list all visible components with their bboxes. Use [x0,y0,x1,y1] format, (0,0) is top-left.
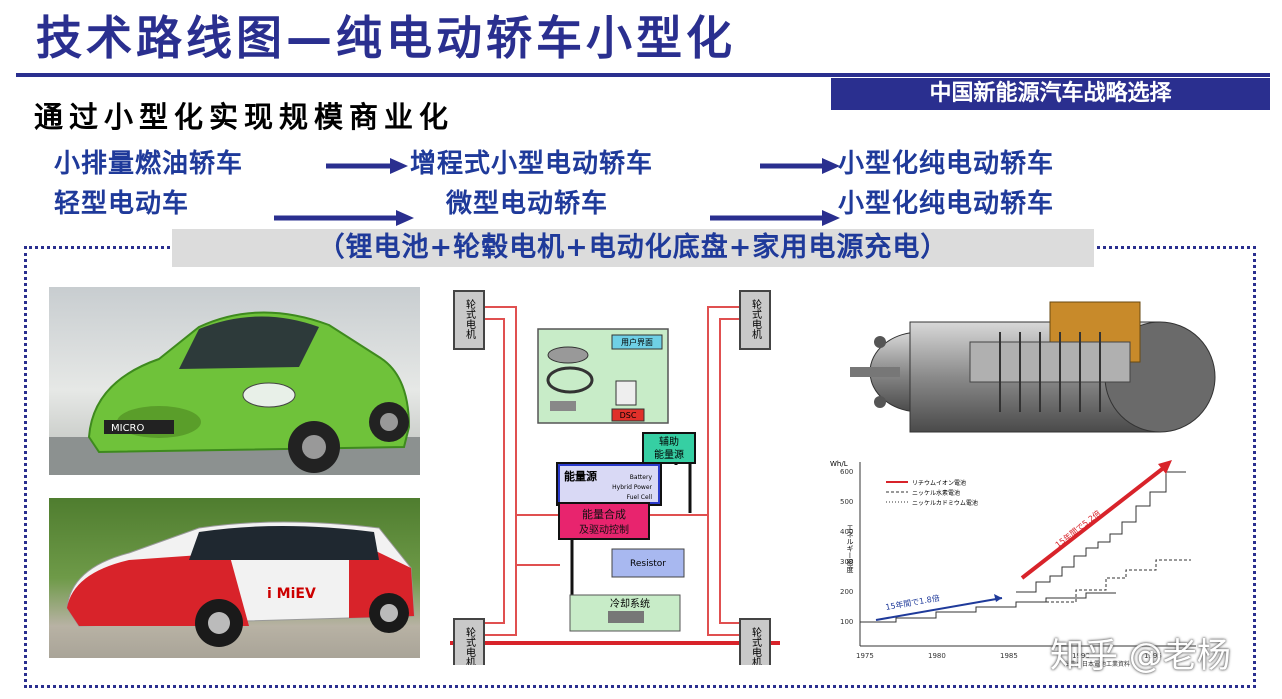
aux-energy-label-2: 能量源 [654,448,684,461]
cooling-system-label: 冷却系统 [610,597,650,610]
radiator-icon [608,611,644,623]
technology-formula: （锂电池+轮毂电机+电动化底盘+家用电源充电） [172,229,1094,267]
svg-text:100: 100 [840,618,853,626]
energy-source-label: 能量源 [564,469,597,483]
roadmap-row1-stage3: 小型化纯电动轿车 [838,149,1055,179]
wheel-motor-rr: 轮式电机 [739,618,771,665]
svg-text:500: 500 [840,498,853,506]
resistor-label: Resistor [630,559,666,569]
car-brand-text: i MiEV [267,586,316,602]
powertrain-diagram: 轮式电机 轮式电机 轮式电机 轮式电机 用户界面 DSC 辅助 能量源 能量源 … [450,290,780,665]
legend-li-ion: リチウムイオン電池 [912,479,966,487]
legend-nicd: ニッケルカドミウム電池 [912,499,978,507]
svg-text:1985: 1985 [1000,652,1018,660]
energy-control-label-1: 能量合成 [582,507,626,521]
svg-text:1980: 1980 [928,652,946,660]
energy-source-sub-3: Fuel Cell [627,494,653,501]
roadmap-row2-stage3: 小型化纯电动轿车 [838,189,1055,219]
energy-control-label-2: 及驱动控制 [579,523,629,536]
resistor-box [611,548,685,578]
dsc-box [611,408,645,422]
page-title: 技术路线图—纯电动轿车小型化 [36,11,736,65]
battery-energy-density-chart: Wh/L エネルギー密度 600 500 400 300 200 100 197… [826,452,1208,668]
svg-text:轮式电机: 轮式电机 [750,626,762,665]
wheel-motor-fl: 轮式电机 [453,290,485,350]
roadmap-row1-stage1: 小排量燃油轿车 [54,149,244,179]
y-axis-unit: Wh/L [830,460,848,468]
nimh-series [1046,559,1191,603]
user-interface-label: 用户界面 [621,337,653,347]
green-microcar-photo: MICRO [49,287,420,475]
y-ticks: 600 500 400 300 200 100 [840,468,853,626]
arrow-right-icon [326,158,408,174]
y-axis-label: エネルギー密度 [846,524,854,574]
roadmap-row2-stage2: 微型电动轿车 [446,189,609,219]
aux-energy-label-1: 辅助 [659,435,679,448]
energy-control-box [558,502,650,540]
user-interface-label-box [611,334,663,350]
subtitle: 通过小型化实现规模商业化 [34,100,455,134]
energy-source-sub-1: Battery [630,474,653,481]
strategy-badge: 中国新能源汽车战略选择 [831,78,1270,110]
svg-text:1975: 1975 [856,652,874,660]
nicd-series [860,592,1116,623]
trend-arrow-high [1020,464,1168,580]
roadmap-row1-stage2: 增程式小型电动轿车 [410,149,654,179]
dsc-label: DSC [620,411,637,420]
roadmap-row2-stage1: 轻型电动车 [54,189,190,219]
legend-nimh: ニッケル水素電池 [912,489,960,497]
arrow-right-icon [274,210,414,226]
hub-motor-cutaway-image [850,301,1216,433]
svg-text:400: 400 [840,528,853,536]
li-ion-series [1016,471,1186,593]
license-plate: MICRO [111,423,145,434]
shifter-icon [615,380,637,406]
red-car-image: i MiEV [66,521,415,647]
green-car-image: MICRO [49,311,420,475]
trend-arrow-low [875,597,1003,621]
x-ticks: 1975 1980 1985 1990 1995 [856,652,1162,660]
wheel-motor-rl: 轮式电机 [453,618,485,665]
title-underline [16,73,1270,77]
svg-text:1995: 1995 [1144,652,1162,660]
arrow-right-icon [760,158,840,174]
svg-text:轮式电机: 轮式电机 [464,298,476,340]
cooling-system-box [569,594,681,632]
svg-text:600: 600 [840,468,853,476]
svg-text:200: 200 [840,588,853,596]
chart-source: 出典：日本電池工業資料 [1064,660,1130,668]
svg-text:300: 300 [840,558,853,566]
aux-energy-box [642,432,696,464]
wheel-motor-fr: 轮式电机 [739,290,771,350]
svg-text:1990: 1990 [1072,652,1090,660]
svg-text:轮式电机: 轮式电机 [750,298,762,340]
zhihu-watermark: 知乎 @老杨 [1050,636,1231,676]
svg-text:轮式电机: 轮式电机 [464,626,476,665]
red-white-ev-photo: i MiEV [49,498,420,658]
pedal-icon [550,401,576,411]
dashboard-icon [547,346,589,364]
energy-source-sub-2: Hybrid Power [612,484,652,491]
arrow-right-icon [710,210,840,226]
steering-wheel-icon [546,366,594,394]
